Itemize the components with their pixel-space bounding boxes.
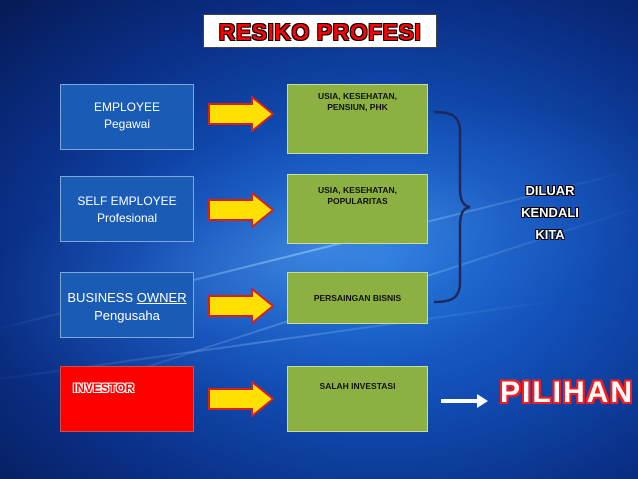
risk-text: POPULARITAS — [327, 196, 388, 206]
role-sublabel: Pengusaha — [94, 308, 160, 323]
role-label-word-underlined: OWNER — [136, 290, 187, 305]
role-box-employee: EMPLOYEE Pegawai — [60, 84, 194, 150]
role-label-word: BUSINESS — [67, 290, 134, 305]
role-label: INVESTOR — [73, 381, 135, 395]
right-block-arrow-icon — [208, 96, 274, 132]
right-block-arrow-icon — [208, 192, 274, 228]
role-sublabel: Profesional — [96, 211, 158, 225]
risk-box-business-owner: PERSAINGAN BISNIS — [287, 272, 428, 324]
outside-control-line: KENDALI KITA — [521, 205, 579, 242]
role-box-investor: INVESTOR — [60, 366, 194, 432]
right-block-arrow-icon — [208, 288, 274, 324]
choice-label: PILIHAN — [500, 376, 634, 409]
page-title: RESIKO PROFESI — [203, 14, 437, 48]
risk-text: USIA, KESEHATAN, — [317, 91, 398, 101]
role-label: SELF EMPLOYEE — [77, 194, 177, 208]
role-box-business-owner: BUSINESS OWNER Pengusaha — [60, 272, 194, 338]
right-arrow-icon — [441, 394, 488, 408]
role-label: EMPLOYEE — [93, 100, 161, 114]
role-sublabel: Pegawai — [103, 117, 151, 131]
risk-text: PERSAINGAN BISNIS — [313, 293, 402, 303]
risk-box-self-employee: USIA, KESEHATAN, POPULARITAS — [287, 174, 428, 244]
risk-box-employee: USIA, KESEHATAN, PENSIUN, PHK — [287, 84, 428, 154]
role-box-self-employee: SELF EMPLOYEE Profesional — [60, 176, 194, 242]
role-label: BUSINESS OWNER — [61, 289, 193, 307]
risk-text: SALAH INVESTASI — [319, 381, 396, 391]
risk-text: USIA, KESEHATAN, — [317, 185, 398, 195]
curly-brace-icon — [433, 110, 471, 304]
right-block-arrow-icon — [208, 381, 274, 417]
risk-text: PENSIUN, PHK — [327, 102, 388, 112]
outside-control-line: DILUAR — [525, 183, 575, 198]
outside-control-label: DILUAR KENDALI KITA — [505, 180, 595, 246]
risk-box-investor: SALAH INVESTASI — [287, 366, 428, 432]
